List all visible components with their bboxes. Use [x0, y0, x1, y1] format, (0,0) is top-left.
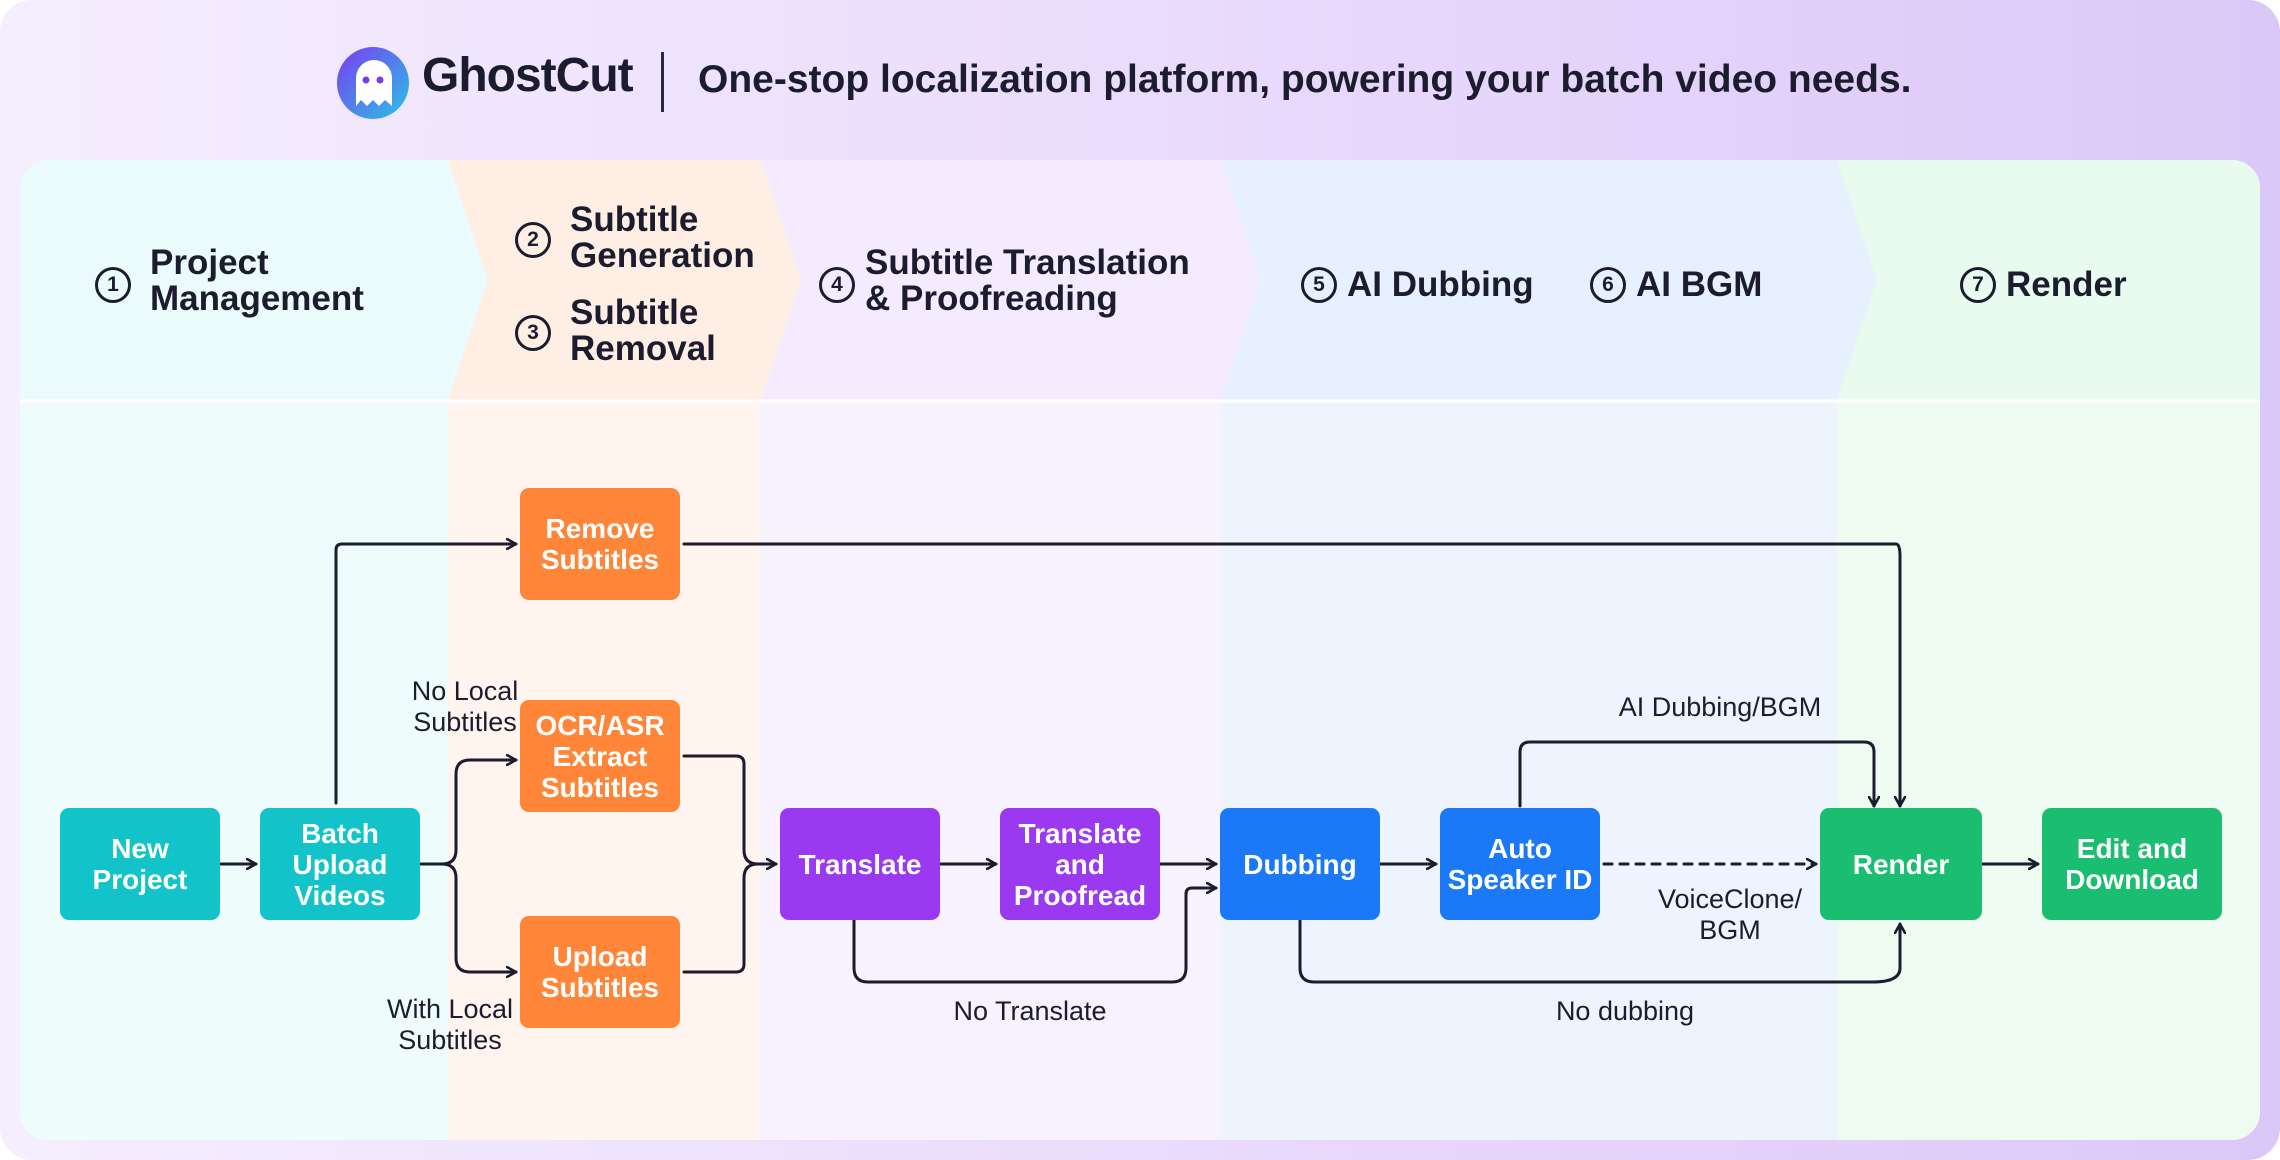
- stage-label-text: Subtitle Translation & Proofreading: [865, 243, 1190, 318]
- flow-connectors: [218, 160, 2040, 984]
- stage-label-text: Subtitle Removal: [570, 293, 716, 368]
- no-local-subtitles-label: No Local Subtitles: [411, 676, 519, 737]
- with-local-subtitles-label: With Local Subtitles: [386, 994, 514, 1055]
- translate-node[interactable]: Translate: [780, 808, 940, 920]
- step-number-1: 1: [95, 267, 131, 303]
- stage-label-text: AI BGM: [1636, 265, 1763, 304]
- batch-upload-node[interactable]: Batch Upload Videos: [260, 808, 420, 920]
- step-number-4: 4: [819, 267, 855, 303]
- voiceclone-bgm-label: VoiceClone/ BGM: [1657, 884, 1803, 945]
- stage-label-text: Render: [2006, 265, 2127, 304]
- ocr-asr-node[interactable]: OCR/ASR Extract Subtitles: [520, 700, 680, 812]
- stage-label-text: Subtitle Generation: [570, 200, 755, 275]
- remove-subtitles-node[interactable]: Remove Subtitles: [520, 488, 680, 600]
- stage-label-text: AI Dubbing: [1347, 265, 1534, 304]
- step-number-7: 7: [1960, 267, 1996, 303]
- header-divider: [661, 52, 664, 112]
- no-dubbing-label: No dubbing: [1555, 996, 1695, 1026]
- brand-name: GhostCut: [422, 49, 634, 102]
- dubbing-node[interactable]: Dubbing: [1220, 808, 1380, 920]
- stage-label-text: Project Management: [150, 243, 364, 318]
- render-node[interactable]: Render: [1820, 808, 1982, 920]
- stage-backgrounds: [20, 160, 2260, 1140]
- step-number-5: 5: [1301, 267, 1337, 303]
- workflow-card: 1 Project Management 2 Subtitle Generati…: [20, 160, 2260, 1140]
- new-project-node[interactable]: New Project: [60, 808, 220, 920]
- ai-dubbing-bgm-label: AI Dubbing/BGM: [1618, 692, 1822, 722]
- no-translate-label: No Translate: [953, 996, 1107, 1026]
- translate-proofread-node[interactable]: Translate and Proofread: [1000, 808, 1160, 920]
- step-number-6: 6: [1590, 267, 1626, 303]
- auto-speaker-node[interactable]: Auto Speaker ID: [1440, 808, 1600, 920]
- step-number-3: 3: [515, 315, 551, 351]
- step-number-2: 2: [515, 222, 551, 258]
- edit-download-node[interactable]: Edit and Download: [2042, 808, 2222, 920]
- header-tagline: One-stop localization platform, powering…: [698, 58, 1912, 101]
- upload-subtitles-node[interactable]: Upload Subtitles: [520, 916, 680, 1028]
